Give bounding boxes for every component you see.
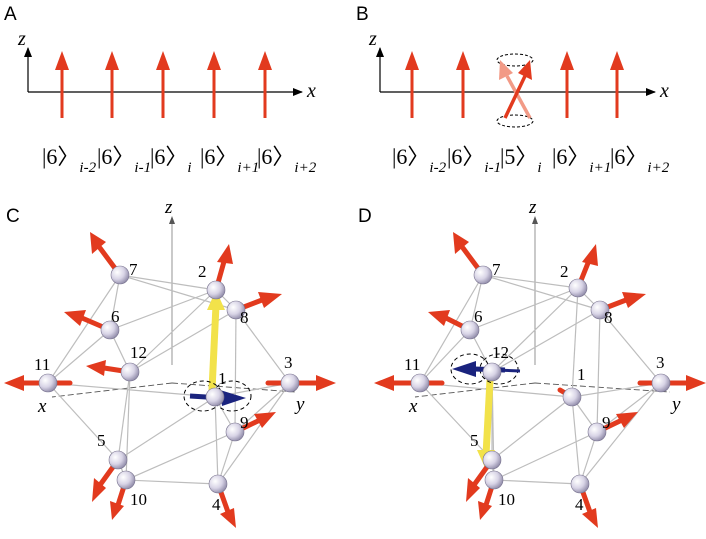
site-label: 5 xyxy=(470,431,479,450)
icosahedron-edges xyxy=(47,274,291,485)
site-label: 8 xyxy=(240,308,249,327)
site-label: 4 xyxy=(212,495,221,514)
spin-arrow xyxy=(105,51,119,118)
y-axis xyxy=(171,382,296,393)
site-label: 4 xyxy=(575,495,584,514)
site-label: 9 xyxy=(602,413,611,432)
spin-arrow xyxy=(156,51,170,118)
spin-arrow xyxy=(55,51,69,118)
ket-label: |6〉i+2 xyxy=(257,144,317,176)
z-axis-label: z xyxy=(528,197,537,218)
x-axis-label: x xyxy=(659,80,669,102)
precession-cone-bottom xyxy=(496,114,534,128)
site-label: 10 xyxy=(498,490,515,509)
site-spheres xyxy=(410,265,671,494)
site-label: 12 xyxy=(130,343,147,362)
site-label: 8 xyxy=(604,308,613,327)
icosahedron-edges xyxy=(419,274,662,485)
ket-label: |5〉i xyxy=(500,144,542,176)
flip-marker-right xyxy=(479,353,519,385)
site-label: 1 xyxy=(218,369,227,388)
x-axis-label: x xyxy=(37,396,47,417)
highlighted-bond xyxy=(482,379,494,456)
panel-a: z x |6〉i-2 |6〉i-1 |6〉i |6〉i+1 |6〉i+2 xyxy=(17,28,317,176)
site-label: 1 xyxy=(577,365,586,384)
x-axis-label: x xyxy=(408,396,418,417)
ket-label: |6〉i+1 xyxy=(552,144,611,176)
panel-b: z x |6〉i-2 |6〉i-1 |5〉i |6〉i+1 |6〉i+2 xyxy=(368,28,670,176)
site-label: 6 xyxy=(111,307,120,326)
site-label: 7 xyxy=(492,260,501,279)
y-axis-label: y xyxy=(670,394,681,415)
panel-label-c: C xyxy=(6,206,20,227)
site-label: 3 xyxy=(656,353,665,372)
site-label: 9 xyxy=(240,413,249,432)
ket-label: |6〉i+2 xyxy=(610,144,670,176)
z-axis-label: z xyxy=(17,28,26,50)
highlighted-bond xyxy=(208,304,220,391)
spin-arrow xyxy=(405,51,419,118)
site-spheres xyxy=(38,265,300,494)
site-label: 6 xyxy=(474,307,483,326)
y-axis xyxy=(534,382,671,393)
spin-arrow xyxy=(560,51,574,118)
z-axis-label: z xyxy=(164,197,173,218)
tilted-spin-arrow-faded xyxy=(499,60,532,119)
tilted-spin-arrow xyxy=(503,60,532,119)
spin-arrow xyxy=(610,51,624,118)
precession-cone-top xyxy=(496,53,534,67)
site-label: 2 xyxy=(198,262,207,281)
site-label: 3 xyxy=(284,353,293,372)
x-axis xyxy=(414,382,536,398)
site-label: 7 xyxy=(129,260,138,279)
ket-label: |6〉i-1 xyxy=(447,144,501,176)
ket-label: |6〉i-1 xyxy=(97,144,151,176)
site-label: 11 xyxy=(34,355,50,374)
x-axis xyxy=(51,382,173,398)
ket-label: |6〉i xyxy=(150,144,192,176)
spin-arrow xyxy=(456,51,470,118)
site-label: 12 xyxy=(492,343,509,362)
site-label: 2 xyxy=(560,262,569,281)
x-axis-label: x xyxy=(306,80,316,102)
panel-label-a: A xyxy=(4,4,17,25)
site-label: 10 xyxy=(130,490,147,509)
panel-c: z x y xyxy=(4,197,336,528)
ket-label: |6〉i+1 xyxy=(200,144,259,176)
panel-label-d: D xyxy=(358,206,372,227)
flip-marker-right xyxy=(212,380,252,412)
panel-label-b: B xyxy=(356,4,369,25)
site-label: 11 xyxy=(404,355,420,374)
site-label: 5 xyxy=(97,431,106,450)
spin-arrow xyxy=(207,51,221,118)
panel-d: z x y xyxy=(374,197,706,528)
spin-arrow xyxy=(258,51,272,118)
ket-label: |6〉i-2 xyxy=(392,144,447,176)
z-axis-label: z xyxy=(368,28,377,50)
ket-label: |6〉i-2 xyxy=(42,144,97,176)
y-axis-label: y xyxy=(294,394,305,415)
